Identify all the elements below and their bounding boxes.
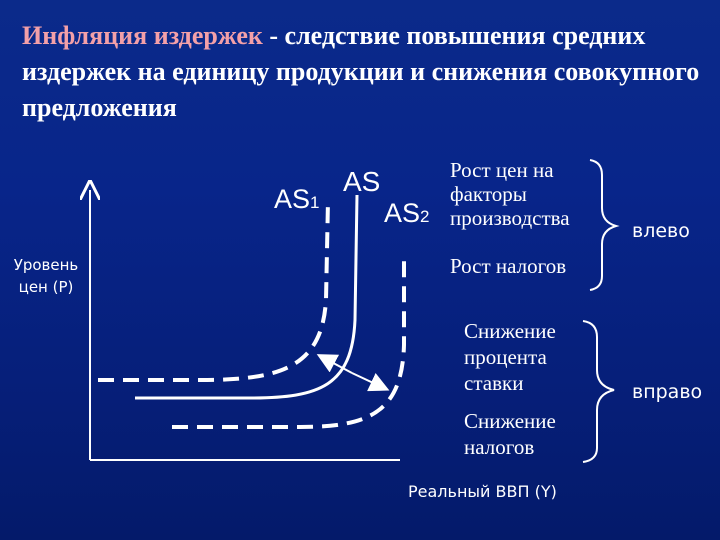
arrow-shift-right	[351, 372, 390, 392]
label-as1-main: AS	[274, 184, 311, 214]
y-axis-label: Уровень цен (Р)	[13, 256, 79, 296]
curve-as	[135, 194, 359, 400]
factor-rate-decrease-text: Снижение процента ставки	[464, 319, 556, 395]
direction-right: вправо	[632, 381, 703, 403]
x-axis-label: Реальный ВВП (Y)	[408, 482, 557, 501]
label-as: AS	[343, 166, 381, 197]
slide-title: Инфляция издержек - следствие повышения …	[22, 18, 712, 126]
factor-input-prices: Рост цен на факторы производства	[450, 158, 600, 230]
factor-tax-decrease-text: Снижение налогов	[464, 409, 556, 459]
label-as1-sub: 1	[310, 193, 320, 212]
arrow-shift-left	[316, 354, 353, 374]
direction-left: влево	[632, 220, 690, 242]
brace-left-shift	[589, 159, 620, 291]
factor-tax-decrease: Снижение налогов	[464, 408, 584, 460]
curve-as1	[98, 199, 330, 382]
brace-right-shift	[582, 320, 615, 463]
curve-as2	[172, 255, 406, 429]
label-as2: AS2	[384, 198, 430, 229]
title-rest: - следствие повышения средних издержек н…	[22, 21, 700, 122]
factor-input-prices-text: Рост цен на факторы производства	[450, 158, 570, 230]
label-as2-main: AS	[384, 198, 421, 228]
label-as2-sub: 2	[420, 207, 430, 226]
factor-rate-decrease: Снижение процента ставки	[464, 318, 584, 396]
title-highlight: Инфляция издержек	[22, 21, 263, 50]
factor-tax-increase: Рост налогов	[450, 254, 567, 278]
label-as1: AS1	[274, 184, 320, 215]
